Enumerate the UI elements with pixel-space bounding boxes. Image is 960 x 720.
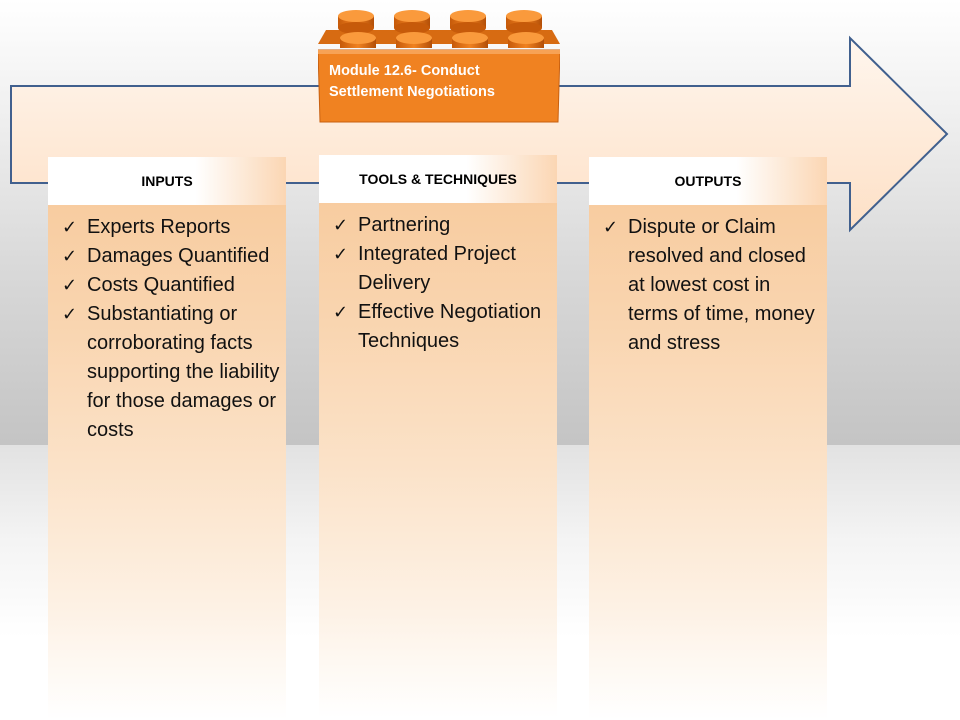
inputs-header: INPUTS: [48, 157, 286, 205]
brick-studs-back: [338, 10, 542, 34]
list-item: ✓Effective Negotiation Techniques: [329, 298, 555, 356]
list-item: ✓Partnering: [329, 211, 555, 240]
list-item: ✓Integrated Project Delivery: [329, 240, 555, 298]
outputs-list: ✓Dispute or Claim resolved and closed at…: [599, 213, 825, 358]
lego-brick-icon: [318, 10, 560, 123]
inputs-column: INPUTS ✓Experts Reports ✓Damages Quantif…: [48, 157, 286, 720]
check-mark-icon: ✓: [62, 275, 78, 296]
check-mark-icon: ✓: [333, 215, 349, 236]
outputs-header: OUTPUTS: [589, 157, 827, 205]
list-item: ✓Experts Reports: [58, 213, 284, 242]
check-mark-icon: ✓: [62, 304, 78, 325]
check-mark-icon: ✓: [333, 244, 349, 265]
tools-header: TOOLS & TECHNIQUES: [319, 155, 557, 203]
outputs-column: OUTPUTS ✓Dispute or Claim resolved and c…: [589, 157, 827, 720]
brick-studs-front: [340, 32, 544, 48]
check-mark-icon: ✓: [333, 302, 349, 323]
list-item: ✓Damages Quantified: [58, 242, 284, 271]
check-mark-icon: ✓: [62, 217, 78, 238]
check-mark-icon: ✓: [603, 217, 619, 238]
inputs-list: ✓Experts Reports ✓Damages Quantified ✓Co…: [58, 213, 284, 445]
list-item: ✓Costs Quantified: [58, 271, 284, 300]
module-title: Module 12.6- Conduct Settlement Negotiat…: [329, 63, 495, 100]
list-item: ✓Dispute or Claim resolved and closed at…: [599, 213, 825, 358]
check-mark-icon: ✓: [62, 246, 78, 267]
tools-list: ✓Partnering ✓Integrated Project Delivery…: [329, 211, 555, 356]
tools-column: TOOLS & TECHNIQUES ✓Partnering ✓Integrat…: [319, 155, 557, 718]
list-item: ✓Substantiating or corroborating facts s…: [58, 300, 284, 445]
